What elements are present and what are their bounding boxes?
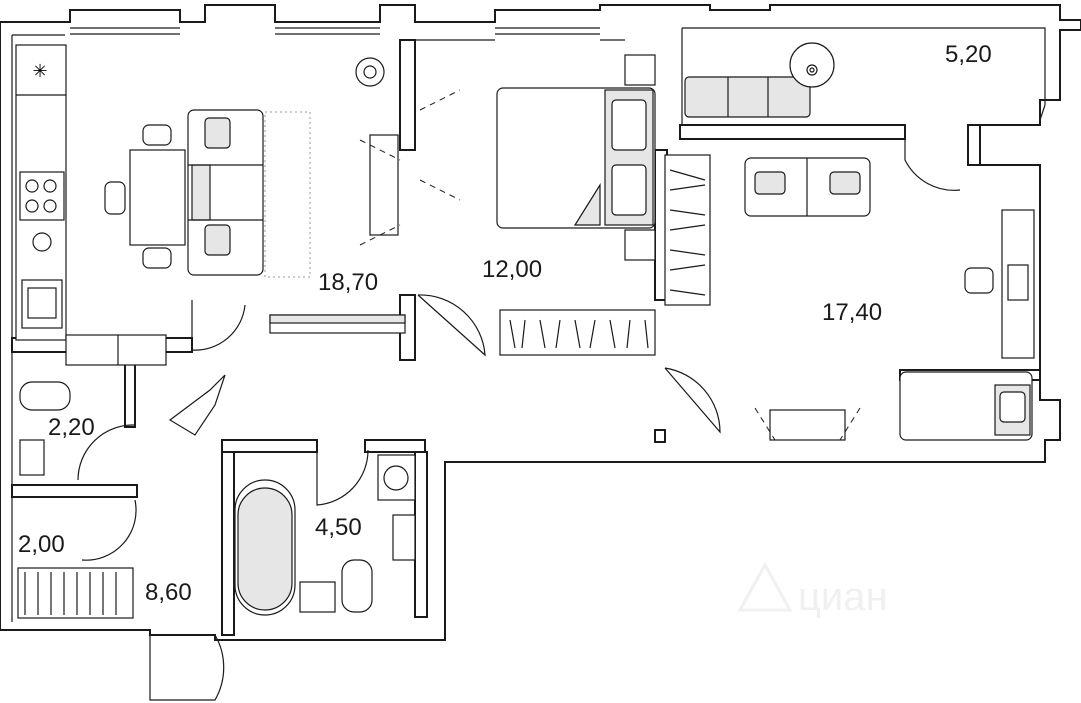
balcony: [681, 27, 1046, 125]
nightstand: [624, 54, 656, 86]
wet-areas: [17, 374, 226, 619]
watermark-logo-icon: [737, 561, 793, 612]
plant-icon: [355, 57, 385, 87]
toilet: [341, 559, 373, 613]
area-label-hallway: 8,60: [145, 579, 192, 606]
nightstand: [624, 229, 656, 261]
office-chair: [964, 267, 994, 294]
balcony-sofa: [684, 76, 811, 118]
tv-console: [769, 409, 846, 441]
bathroom: [234, 454, 416, 616]
dining-set: [104, 124, 186, 269]
watermark-text: циан: [798, 575, 888, 619]
living-room: [744, 157, 1035, 441]
tv-stand: [369, 134, 399, 236]
closet: [664, 154, 711, 306]
area-label-bathroom: 4,50: [315, 514, 362, 541]
shoe-rack: [17, 567, 134, 619]
kitchen: ✳: [15, 44, 167, 366]
doors: [77, 130, 961, 701]
monitor: [1007, 264, 1029, 301]
kitchen-cabinet: [65, 334, 167, 366]
area-label-living-kitchen: 18,70: [318, 269, 378, 296]
star-icon: ✳: [32, 61, 47, 81]
area-label-balcony: 5,20: [945, 41, 992, 68]
area-label-toilet: 2,20: [48, 414, 95, 441]
sink: [299, 581, 336, 613]
area-label-living-room: 17,40: [822, 299, 882, 326]
cabinet: [392, 514, 416, 561]
moon-icon: [32, 232, 52, 252]
bedroom: [419, 54, 656, 356]
cooktop: [19, 171, 65, 221]
bird-icon: [168, 374, 226, 436]
area-label-storage: 2,00: [18, 531, 65, 558]
toilet: [19, 381, 71, 411]
dining-table: [129, 149, 186, 246]
area-label-bedroom: 12,00: [482, 256, 542, 283]
watermark: циан: [737, 561, 888, 619]
living-sofa: [187, 57, 406, 334]
small-sink: [19, 439, 45, 476]
